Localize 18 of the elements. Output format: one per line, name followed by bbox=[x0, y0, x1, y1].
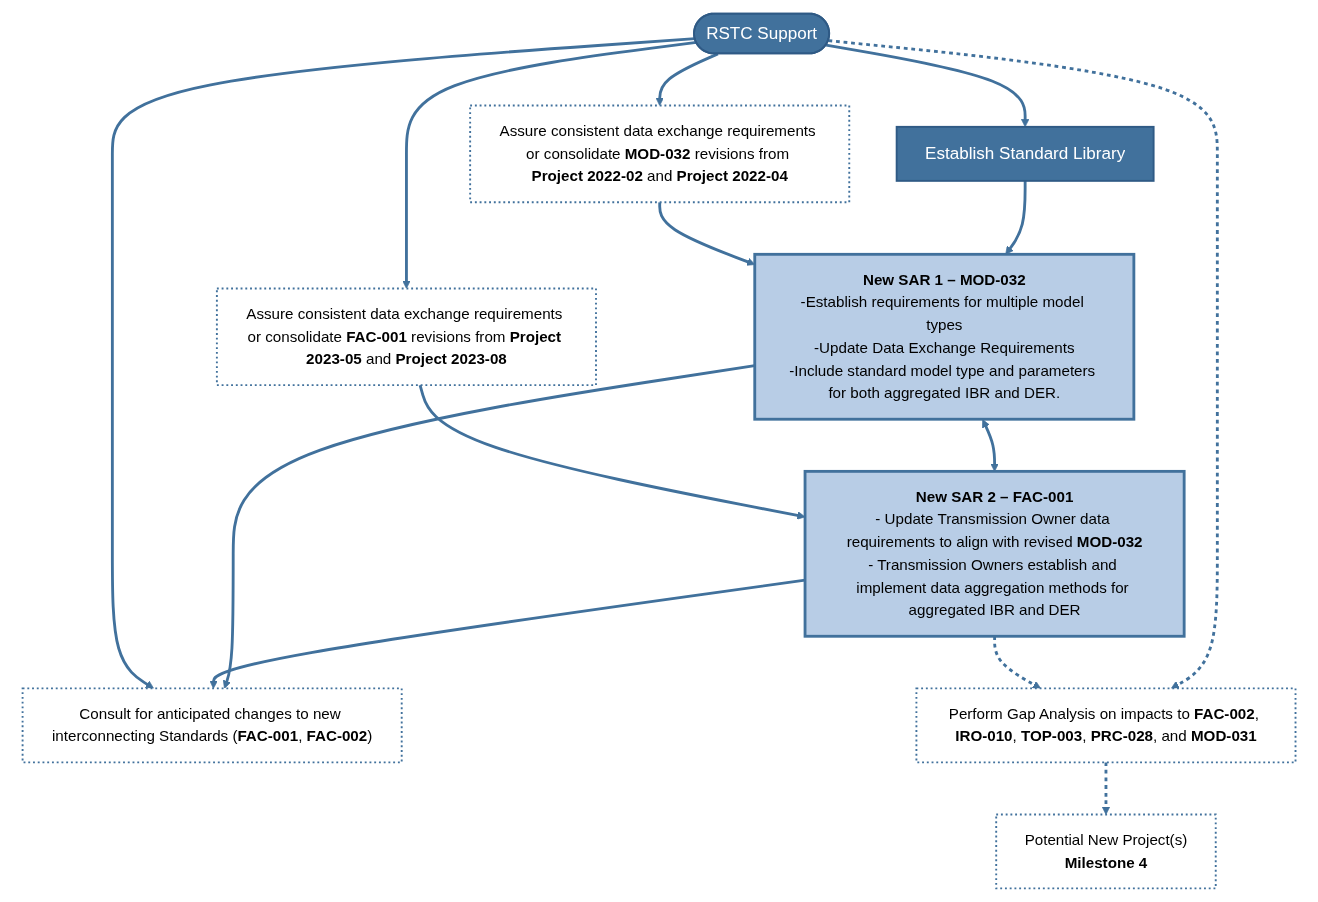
arrow bbox=[828, 39, 1219, 689]
arrow bbox=[993, 636, 1041, 689]
node-box: Establish Standard Library bbox=[895, 125, 1155, 182]
node-box: New SAR 2 – FAC-001 - Update Transmission Owner data requirements to align with revised MOD-032 - Transmission Owners establish and implement data aggregation methods for aggregated IBR and DER bbox=[803, 469, 1186, 638]
node-box: Assure consistent data exchange requirements or consolidate FAC-001 revisions from Project 2023-05 and Project 2023-08 bbox=[215, 287, 597, 387]
arrow bbox=[655, 52, 719, 106]
arrow bbox=[110, 37, 696, 689]
arrow bbox=[982, 419, 999, 472]
arrow bbox=[1005, 180, 1027, 255]
arrow bbox=[825, 43, 1030, 128]
node-box: New SAR 1 – MOD-032 -Establish requirements for multiple model types -Update Data Exchange Requirements -Include standard model type and parameters for both aggregated IBR and DER. bbox=[753, 252, 1136, 421]
arrow bbox=[402, 41, 697, 289]
node-box: Potential New Project(s) Milestone 4 bbox=[995, 813, 1217, 890]
arrow bbox=[1101, 762, 1111, 815]
node-box: Consult for anticipated changes to new interconnecting Standards (FAC-001, FAC-002) bbox=[21, 687, 403, 764]
node-box: Perform Gap Analysis on impacts to FAC-002, IRO-010, TOP-003, PRC-028, and MOD-031 bbox=[915, 687, 1297, 764]
node-box: Assure consistent data exchange requirements or consolidate MOD-032 revisions from Project 2022-02 and Project 2022-04 bbox=[469, 104, 851, 204]
arrow bbox=[222, 364, 755, 689]
